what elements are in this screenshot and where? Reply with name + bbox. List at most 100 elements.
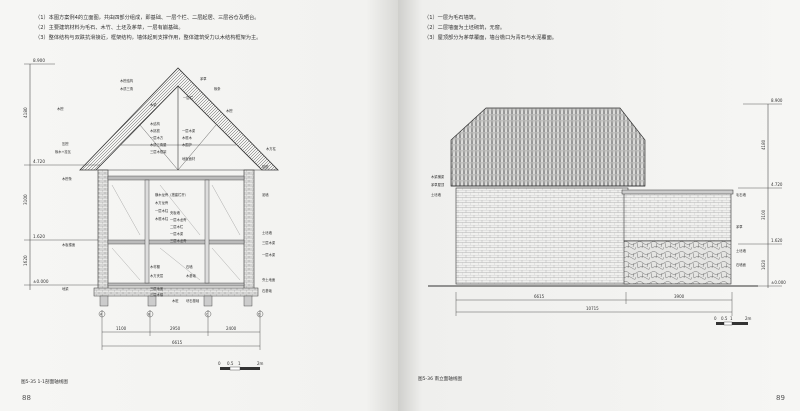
- label-g8: 块石基础: [186, 298, 200, 303]
- label-t2: 木质三角: [120, 86, 133, 91]
- rvdim-2: 3100: [761, 209, 766, 220]
- label-l4: 木檩条: [62, 176, 73, 181]
- vdim-1: 4180: [23, 107, 28, 118]
- rlabel-l3: 土坯墙: [431, 192, 442, 197]
- rvdim-3: 1620: [761, 259, 766, 270]
- label-i3: 一层木方: [150, 135, 164, 140]
- right-notes: （1）一层为毛石墙筑。 （2）二层墙面为土坯砌筑，无窗。 （3）屋顶部分为茅草覆…: [424, 13, 557, 43]
- label-w4: 一层木梁: [170, 231, 184, 236]
- label-w2: 一层木龙骨: [170, 217, 187, 222]
- label-r2: 挑檐: [262, 164, 269, 169]
- right-page-number: 89: [776, 394, 785, 402]
- rscale-1: 1: [730, 316, 733, 321]
- label-l5: 木板楼面: [62, 242, 76, 247]
- elevation-labels-right: 毛石墙 茅草 土坯墙 石墙面: [736, 192, 747, 267]
- label-t6: 椽条: [214, 86, 221, 91]
- dim-b1: 1100: [116, 326, 127, 331]
- label-t5: 茅草: [200, 76, 207, 81]
- elevation-drawing: 木梁横梁 茅草屋顶 土坯墙 毛石墙 茅草 土坯墙 石墙面 8.900 4.720: [428, 98, 786, 326]
- annex: [621, 189, 734, 285]
- label-r4: 土坯墙: [262, 230, 273, 235]
- scale-0: 0: [218, 361, 221, 366]
- rscale-0: 0: [714, 316, 717, 321]
- label-i5: 三层木框架: [150, 149, 167, 154]
- rdim-b2: 3900: [674, 294, 685, 299]
- right-page: （1）一层为毛石墙筑。 （2）二层墙面为土坯砌筑，无窗。 （3）屋顶部分为茅草覆…: [398, 0, 800, 411]
- label-i4: 木质三角屋: [150, 142, 167, 147]
- dim-b3: 2400: [226, 326, 237, 331]
- label-i7: 木框木: [182, 135, 193, 140]
- relev-top: 8.900: [771, 98, 783, 103]
- label-g1: 木材棚: [150, 264, 161, 269]
- elev-3: 1.620: [33, 234, 45, 239]
- label-r3: 木方柱: [266, 146, 277, 151]
- label-w5: 三层木龙骨: [170, 238, 187, 243]
- scale-1: 1: [238, 361, 241, 366]
- label-m2: 木方龙骨: [155, 200, 169, 205]
- axis-c: C: [206, 313, 209, 317]
- rlabel-r2: 茅草: [736, 224, 743, 229]
- dim-total: 6615: [172, 340, 183, 345]
- scale-2: 2m: [257, 361, 264, 366]
- thatch-roof: [450, 107, 646, 187]
- relev-2: 4.720: [771, 182, 783, 187]
- label-w3: 二层木栏: [170, 224, 184, 229]
- label-g7: 木基础: [186, 273, 197, 278]
- rdim-total: 10715: [586, 306, 599, 311]
- rlabel-r4: 石墙面: [736, 262, 747, 267]
- rlabel-r3: 土坯墙: [736, 248, 747, 253]
- right-note-2: （2）二层墙面为土坯砌筑，无窗。: [424, 25, 506, 31]
- dim-b2: 2950: [170, 326, 181, 331]
- left-note-1: （1）本图方案例4的立面图，共由四部分组成，即基础、一层个栏、二层起居、三层谷仓…: [35, 15, 260, 21]
- right-elevation-scale: 8.900 4.720 1.620 ±0.000 4180 3100 1620: [738, 98, 786, 288]
- elev-top: 8.900: [33, 58, 45, 63]
- elev-ground: ±0.000: [33, 279, 49, 284]
- label-g3: 三层地面: [150, 286, 164, 291]
- label-t4: 木梁: [150, 102, 157, 107]
- label-g4: 三层木楼: [150, 292, 164, 297]
- label-i1: 木结构: [150, 121, 161, 126]
- right-note-3: （3）屋顶部分为茅草覆面，墙台檐口为青石与水泥覆面。: [424, 35, 557, 41]
- label-t3: 一层栏: [183, 95, 194, 100]
- label-m4: 木框木柱: [155, 216, 169, 221]
- label-l6: 地梁: [62, 286, 69, 291]
- walls: [93, 169, 259, 307]
- axis-b: B: [148, 313, 150, 317]
- left-page: （1）本图方案例4的立面图，共由四部分组成，即基础、一层个栏、二层起居、三层谷仓…: [0, 0, 398, 411]
- label-g2: 木方夹层: [150, 273, 164, 278]
- right-bottom-dimensions: 6615 3900 10715: [455, 292, 733, 316]
- label-r8: 石基础: [262, 288, 273, 293]
- rlabel-l2: 茅草屋顶: [431, 182, 445, 187]
- left-page-number: 88: [22, 394, 31, 402]
- label-l2: 压檩: [62, 141, 69, 146]
- elev-2: 4.720: [33, 159, 45, 164]
- label-l3: 椽木+挂瓦: [55, 149, 72, 154]
- left-elevation-scale: 8.900 4.720 1.620 ±0.000 4180 3100 1620: [23, 58, 100, 290]
- bottom-dimensions: 1100 2950 2400 6615 A B C D: [98, 310, 264, 350]
- label-i8: 木围护: [182, 142, 193, 147]
- elevation-labels-left: 木梁横梁 茅草屋顶 土坯墙: [431, 174, 445, 197]
- left-note-2: （2）主要建筑材料为毛石、木竹、土坯及茅草，一层有崩基础。: [35, 25, 184, 31]
- vdim-2: 3100: [23, 194, 28, 205]
- main-wall: [455, 187, 629, 285]
- label-r6: 一层木梁: [262, 252, 276, 257]
- rlabel-r1: 毛石墙: [736, 192, 747, 197]
- section-labels: 木檩 压檩 椽木+挂瓦 木檩条 木板楼面 地梁 木檩结构 木质三角 一层栏 木梁…: [55, 76, 277, 303]
- label-r5: 三层木梁: [262, 240, 276, 245]
- axis-d: D: [258, 313, 261, 317]
- vdim-3: 1620: [23, 255, 28, 266]
- label-r1: 泥墙: [262, 192, 269, 197]
- label-t1: 木檩结构: [120, 78, 134, 83]
- axis-a: A: [100, 313, 103, 317]
- label-l1: 木檩: [57, 106, 64, 111]
- rscale-05: 0.5: [721, 316, 728, 321]
- roof: [79, 67, 279, 171]
- label-w1: 夹板墙: [170, 210, 181, 215]
- label-r7: 夯土地面: [262, 277, 276, 282]
- relev-3: 1.620: [771, 238, 783, 243]
- label-i9: 地板面材: [182, 156, 196, 161]
- rdim-b1: 6615: [534, 294, 545, 299]
- left-scale-bar: 0 0.5 1 2m: [218, 361, 264, 371]
- left-notes: （1）本图方案例4的立面图，共由四部分组成，即基础、一层个栏、二层起居、三层谷仓…: [35, 13, 261, 43]
